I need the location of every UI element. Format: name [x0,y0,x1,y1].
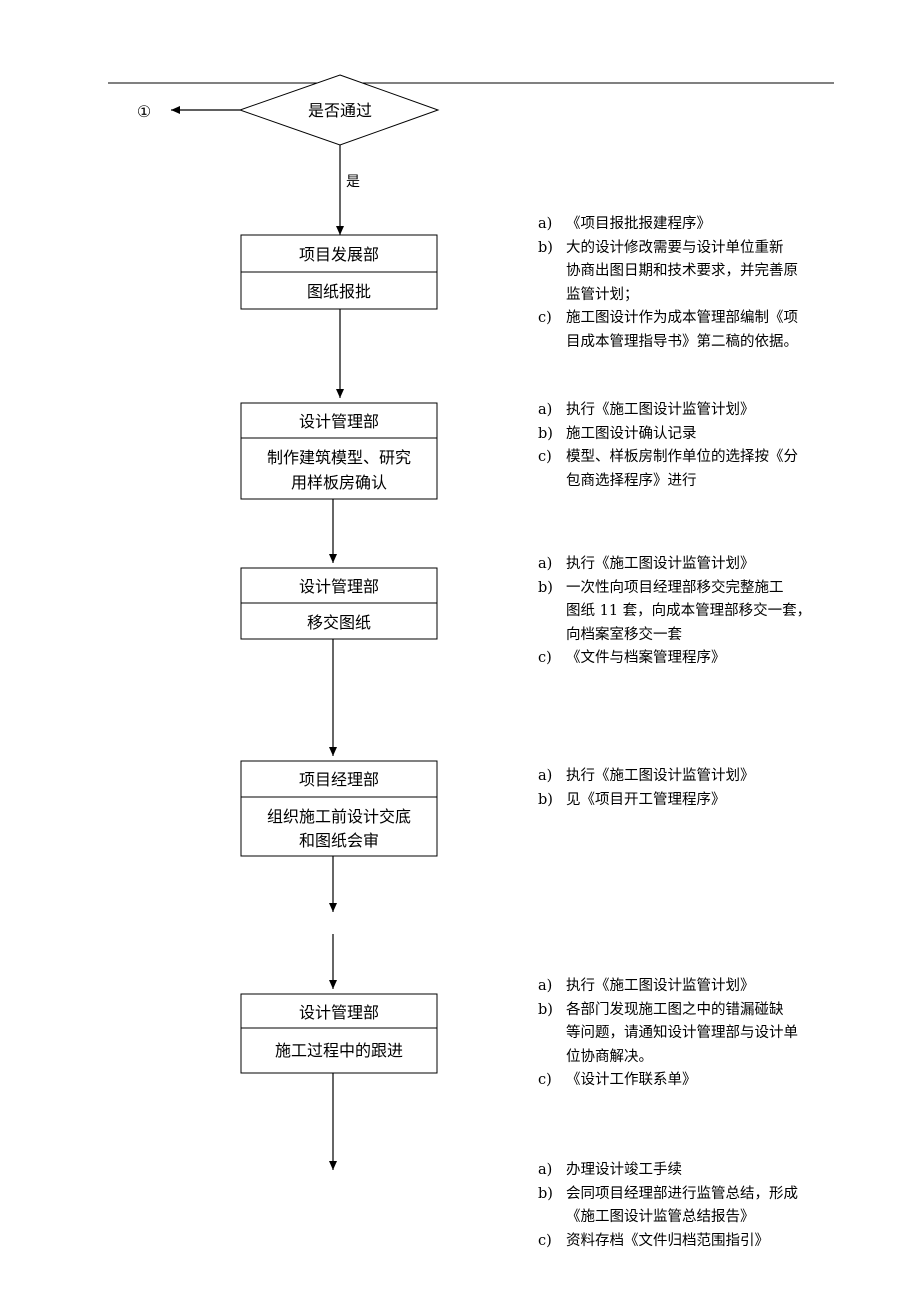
note-item: a)执行《施工图设计监管计划》 [538,978,755,994]
note-group-2: a)执行《施工图设计监管计划》 b)施工图设计确认记录 c)模型、样板房制作单位… [538,399,828,493]
note-item: b)会同项目经理部进行监管总结，形成《施工图设计监管总结报告》 [538,1185,798,1226]
note-item: c)施工图设计作为成本管理部编制《项目成本管理指导书》第二稿的依据。 [538,310,798,350]
step-4-task-line-2: 和图纸会审 [299,831,379,850]
step-3-task: 移交图纸 [307,613,371,632]
note-item: b)见《项目开工管理程序》 [538,791,726,808]
connector-symbol: ① [137,102,151,121]
step-1-task: 图纸报批 [307,282,371,301]
note-group-5: a)执行《施工图设计监管计划》 b)各部门发现施工图之中的错漏碰缺等问题，请通知… [538,975,828,1093]
step-box-4 [240,760,438,857]
note-item: b)一次性向项目经理部移交完整施工图纸 11 套，向成本管理部移交一套，向档案室… [538,579,812,643]
step-2-task-line-2: 用样板房确认 [291,473,387,492]
yes-label: 是 [346,174,360,190]
step-5-dept: 设计管理部 [299,1003,379,1022]
note-group-6: a)办理设计竣工手续 b)会同项目经理部进行监管总结，形成《施工图设计监管总结报… [538,1159,828,1253]
step-box-2 [240,402,438,500]
note-item: a)《项目报批报建程序》 [538,216,711,232]
note-item: a)办理设计竣工手续 [538,1162,682,1178]
note-item: b)施工图设计确认记录 [538,425,697,442]
note-group-3: a)执行《施工图设计监管计划》 b)一次性向项目经理部移交完整施工图纸 11 套… [538,553,828,671]
note-item: a)执行《施工图设计监管计划》 [538,768,755,784]
step-4-task-line-1: 组织施工前设计交底 [267,807,411,826]
step-2-task-line-1: 制作建筑模型、研究 [267,448,411,467]
note-item: b)各部门发现施工图之中的错漏碰缺等问题，请通知设计管理部与设计单位协商解决。 [538,1001,798,1065]
step-1-dept: 项目发展部 [299,245,379,264]
step-5-task: 施工过程中的跟进 [275,1041,403,1060]
note-item: c)模型、样板房制作单位的选择按《分包商选择程序》进行 [538,449,798,489]
decision-label: 是否通过 [308,101,372,120]
step-2-dept: 设计管理部 [299,412,379,431]
note-item: c)《设计工作联系单》 [538,1072,697,1088]
note-item: a)执行《施工图设计监管计划》 [538,556,755,572]
step-4-dept: 项目经理部 [299,770,379,789]
note-group-4: a)执行《施工图设计监管计划》 b)见《项目开工管理程序》 [538,765,828,812]
step-3-dept: 设计管理部 [299,577,379,596]
note-item: c)《文件与档案管理程序》 [538,650,726,666]
note-item: b)大的设计修改需要与设计单位重新协商出图日期和技术要求，并完善原监管计划； [538,239,798,303]
step-box-5 [240,993,438,1074]
note-group-1: a)《项目报批报建程序》 b)大的设计修改需要与设计单位重新协商出图日期和技术要… [538,213,828,354]
note-item: c)资料存档《文件归档范围指引》 [538,1232,769,1249]
note-item: a)执行《施工图设计监管计划》 [538,402,755,418]
